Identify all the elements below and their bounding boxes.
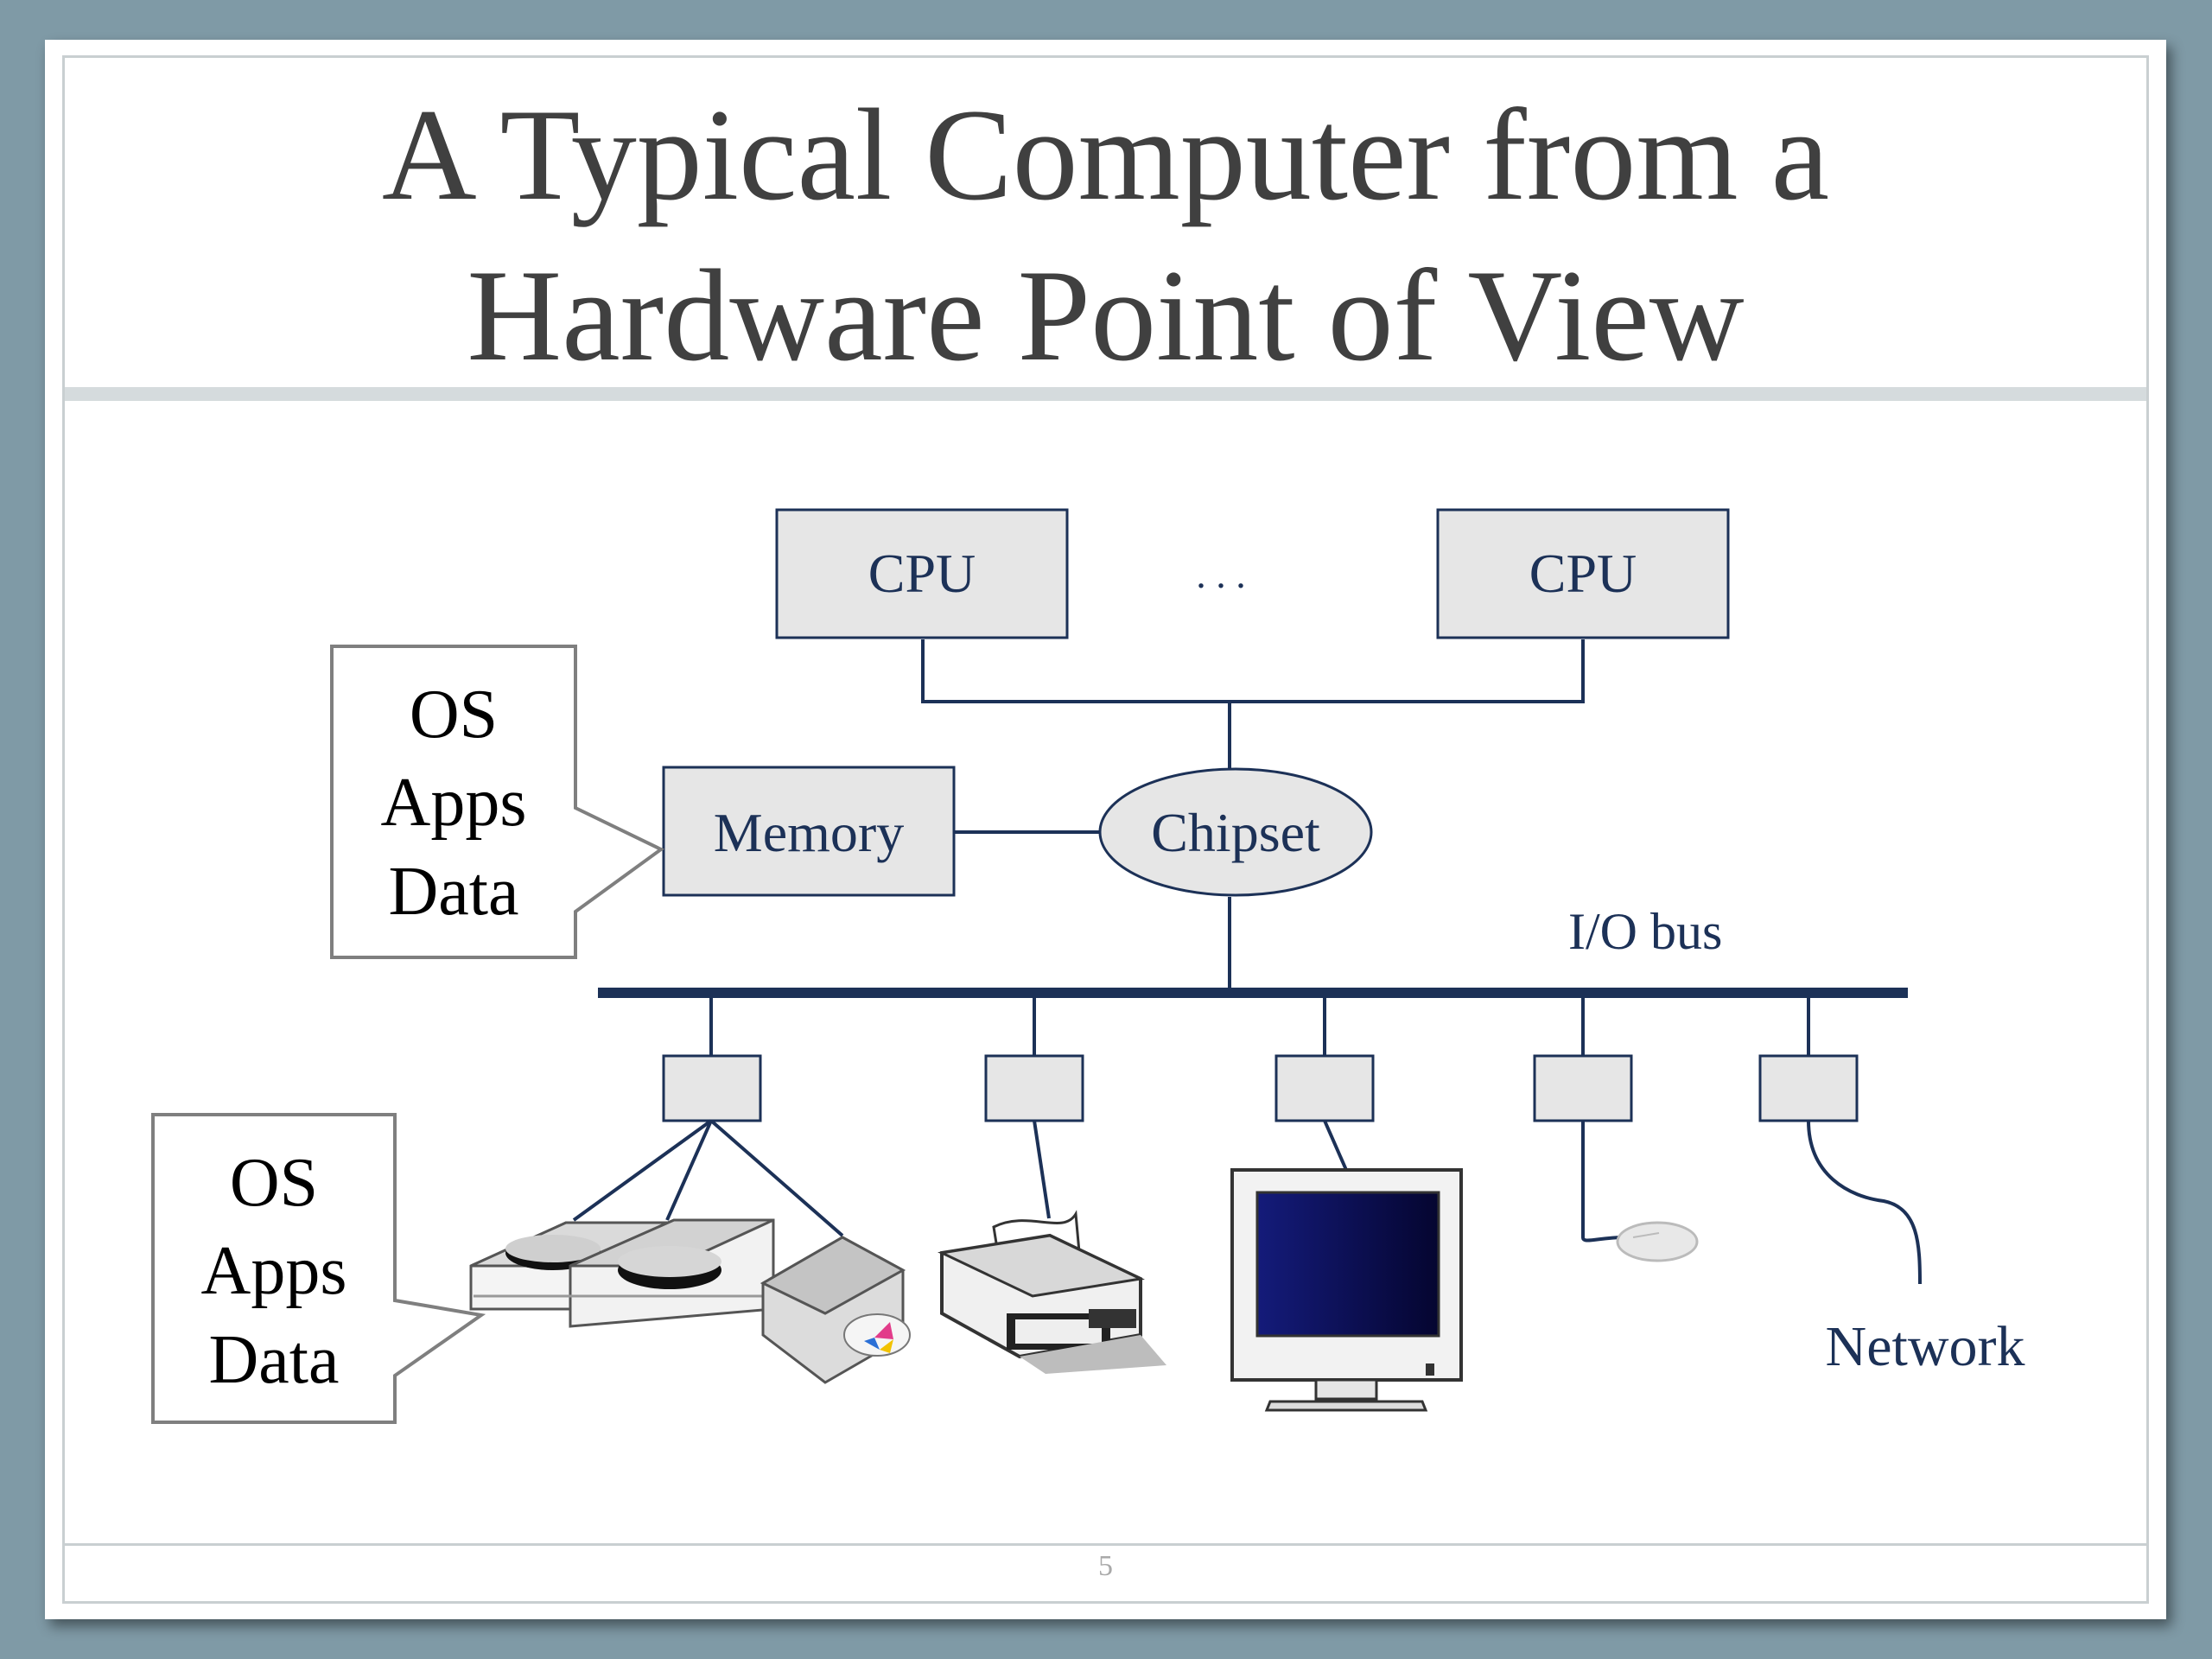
- memory-callout-line-1: OS: [410, 677, 498, 753]
- disk-callout: OS Apps Data: [151, 1113, 486, 1424]
- mouse-icon: [1616, 1221, 1699, 1262]
- cpu-ellipsis: . . .: [1196, 552, 1246, 596]
- chipset-ellipse: Chipset: [1098, 767, 1373, 897]
- device-cables: [572, 1119, 1922, 1285]
- cpu-box-1: CPU: [775, 508, 1069, 639]
- controller-drops: [709, 993, 1810, 1056]
- monitor-icon: [1230, 1168, 1463, 1412]
- memory-callout: OS Apps Data: [330, 645, 664, 959]
- cpu-label-1: CPU: [868, 543, 976, 604]
- controllers: [662, 1054, 1859, 1122]
- title-line-2: Hardware Point of View: [467, 243, 1745, 388]
- cpu-box-2: CPU: [1436, 508, 1730, 639]
- network-label: Network: [1826, 1315, 2025, 1378]
- printer-icon: [938, 1210, 1166, 1374]
- disk-callout-line-1: OS: [230, 1145, 318, 1221]
- display-controller: [1274, 1054, 1375, 1122]
- slide-title: A Typical Computer from a Hardware Point…: [45, 74, 2166, 396]
- mouse-controller: [1533, 1054, 1633, 1122]
- io-bus-label: I/O bus: [1568, 903, 1722, 960]
- cpu-bus-lines: [921, 639, 1585, 993]
- printer-controller: [984, 1054, 1084, 1122]
- memory-callout-line-2: Apps: [381, 765, 527, 841]
- title-line-1: A Typical Computer from a: [381, 82, 1830, 227]
- chipset-label: Chipset: [1151, 802, 1320, 863]
- title-divider: [65, 387, 2146, 401]
- cd-drive-icon: [760, 1236, 911, 1384]
- slide-border: [62, 55, 2149, 1604]
- memory-callout-line-3: Data: [388, 854, 518, 930]
- memory-label: Memory: [714, 802, 904, 863]
- network-controller: [1758, 1054, 1859, 1122]
- disk-callout-line-2: Apps: [201, 1233, 347, 1309]
- disk-drives-icon: [469, 1218, 775, 1328]
- disk-controller: [662, 1054, 762, 1122]
- disk-callout-line-3: Data: [208, 1322, 339, 1398]
- footer-divider: [65, 1543, 2146, 1546]
- cpu-label-2: CPU: [1529, 543, 1637, 604]
- memory-box: Memory: [662, 766, 956, 897]
- slide-number: 5: [1098, 1550, 1113, 1582]
